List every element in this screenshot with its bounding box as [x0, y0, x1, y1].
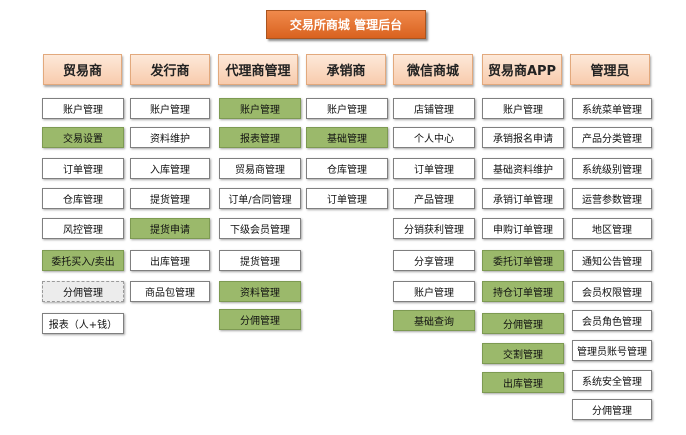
- module-box: 店铺管理: [393, 98, 475, 119]
- module-box: 资料维护: [130, 127, 210, 148]
- module-box: 系统菜单管理: [572, 98, 652, 119]
- module-box: 商品包管理: [130, 281, 210, 302]
- module-box: 会员角色管理: [572, 310, 652, 331]
- module-box: 承销报名申请: [482, 127, 564, 148]
- module-box: 提货申请: [130, 218, 210, 239]
- module-box: 出库管理: [482, 372, 564, 393]
- module-box: 订单/合同管理: [219, 188, 301, 209]
- module-box: 分佣管理: [482, 313, 564, 334]
- module-box: 账户管理: [42, 98, 124, 119]
- module-box: 系统安全管理: [572, 370, 652, 391]
- module-box: 分佣管理: [42, 281, 124, 302]
- module-box: 账户管理: [219, 98, 301, 119]
- module-box: 风控管理: [42, 218, 124, 239]
- module-box: 报表（人+钱）: [42, 313, 124, 334]
- page-title: 交易所商城 管理后台: [266, 10, 426, 39]
- column-header: 代理商管理: [218, 54, 298, 85]
- module-box: 提货管理: [130, 188, 210, 209]
- module-box: 下级会员管理: [219, 218, 301, 239]
- module-box: 委托订单管理: [482, 250, 564, 271]
- module-box: 运营参数管理: [572, 188, 652, 209]
- module-box: 系统级别管理: [572, 158, 652, 179]
- module-box: 产品分类管理: [572, 127, 652, 148]
- module-box: 基础管理: [306, 127, 388, 148]
- module-box: 贸易商管理: [219, 158, 301, 179]
- module-box: 委托买入/卖出: [42, 250, 124, 271]
- module-box: 提货管理: [219, 250, 301, 271]
- module-box: 持仓订单管理: [482, 281, 564, 302]
- module-box: 账户管理: [130, 98, 210, 119]
- column-header: 管理员: [570, 54, 650, 85]
- module-box: 承销订单管理: [482, 188, 564, 209]
- column-header: 承销商: [306, 54, 386, 85]
- module-box: 交割管理: [482, 343, 564, 364]
- column-header: 发行商: [130, 54, 210, 85]
- column-header: 贸易商APP: [482, 54, 562, 85]
- column-header: 微信商城: [393, 54, 473, 85]
- module-box: 订单管理: [42, 158, 124, 179]
- module-box: 基础查询: [393, 310, 475, 331]
- column-header: 贸易商: [43, 54, 122, 85]
- module-box: 分佣管理: [572, 399, 652, 420]
- module-box: 分佣管理: [219, 309, 301, 330]
- module-box: 通知公告管理: [572, 250, 652, 271]
- module-box: 基础资料维护: [482, 158, 564, 179]
- module-box: 订单管理: [306, 188, 388, 209]
- module-box: 报表管理: [219, 127, 301, 148]
- module-box: 管理员账号管理: [572, 340, 652, 361]
- module-box: 出库管理: [130, 250, 210, 271]
- module-box: 个人中心: [393, 127, 475, 148]
- module-box: 账户管理: [306, 98, 388, 119]
- module-box: 资料管理: [219, 281, 301, 302]
- module-box: 分销获利管理: [393, 218, 475, 239]
- module-box: 账户管理: [393, 281, 475, 302]
- module-box: 订单管理: [393, 158, 475, 179]
- module-box: 交易设置: [42, 127, 124, 148]
- module-box: 入库管理: [130, 158, 210, 179]
- module-box: 分享管理: [393, 250, 475, 271]
- module-box: 仓库管理: [42, 188, 124, 209]
- module-box: 申购订单管理: [482, 218, 564, 239]
- module-box: 会员权限管理: [572, 281, 652, 302]
- module-box: 仓库管理: [306, 158, 388, 179]
- module-box: 地区管理: [572, 218, 652, 239]
- module-box: 产品管理: [393, 188, 475, 209]
- module-box: 账户管理: [482, 98, 564, 119]
